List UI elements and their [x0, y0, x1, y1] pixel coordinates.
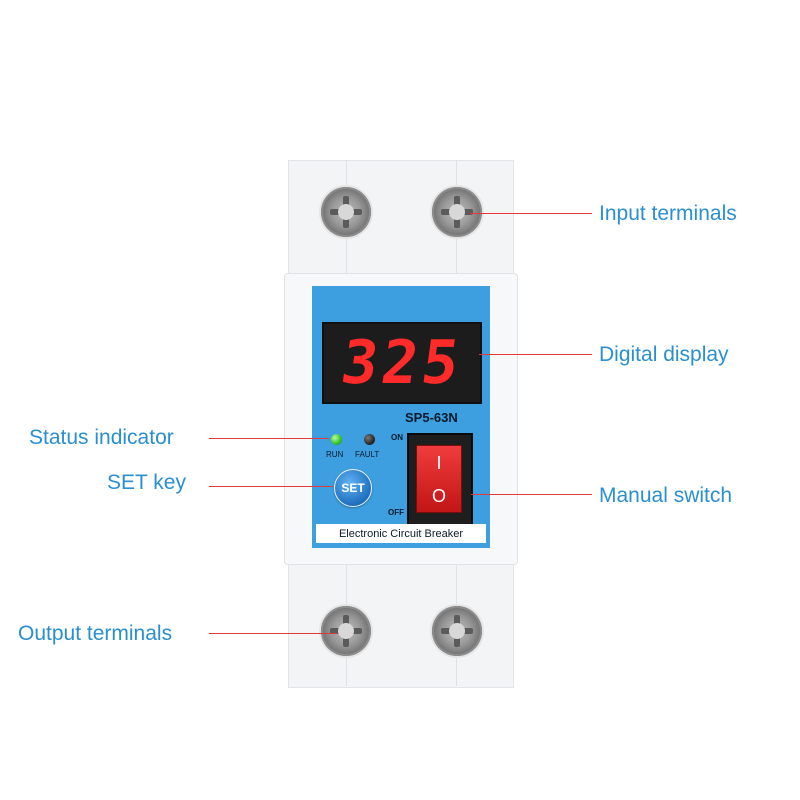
input-terminal-screw-right[interactable]	[432, 187, 482, 237]
status-indicator-leader	[209, 438, 329, 439]
manual-switch-leader	[471, 494, 592, 495]
switch-off-symbol: O	[431, 485, 446, 506]
fault-led-icon	[364, 434, 375, 445]
off-label: OFF	[388, 508, 404, 517]
device-name-strip: Electronic Circuit Breaker	[316, 524, 486, 543]
digital-display-callout: Digital display	[599, 343, 729, 366]
set-key-callout: SET key	[107, 471, 186, 494]
on-label: ON	[391, 433, 403, 442]
run-label: RUN	[326, 450, 344, 459]
set-key-button[interactable]: SET	[334, 469, 372, 507]
switch-on-symbol: I	[436, 452, 442, 473]
manual-switch-rocker[interactable]: I O	[416, 445, 462, 513]
run-led-icon	[331, 434, 342, 445]
digital-display: 325	[322, 322, 482, 404]
input-terminal-screw-left[interactable]	[321, 187, 371, 237]
display-value: 325	[336, 328, 468, 398]
status-indicator-callout: Status indicator	[29, 426, 174, 449]
set-key-leader	[209, 486, 333, 487]
input-terminals-callout: Input terminals	[599, 202, 737, 225]
output-terminal-screw-left[interactable]	[321, 606, 371, 656]
digital-display-leader	[479, 354, 592, 355]
output-terminals-leader	[209, 633, 337, 634]
output-terminals-callout: Output terminals	[18, 622, 173, 645]
input-terminals-leader	[470, 213, 592, 214]
manual-switch-callout: Manual switch	[599, 484, 733, 507]
fault-label: FAULT	[355, 450, 380, 459]
model-number: SP5-63N	[405, 410, 458, 425]
output-terminal-screw-right[interactable]	[432, 606, 482, 656]
